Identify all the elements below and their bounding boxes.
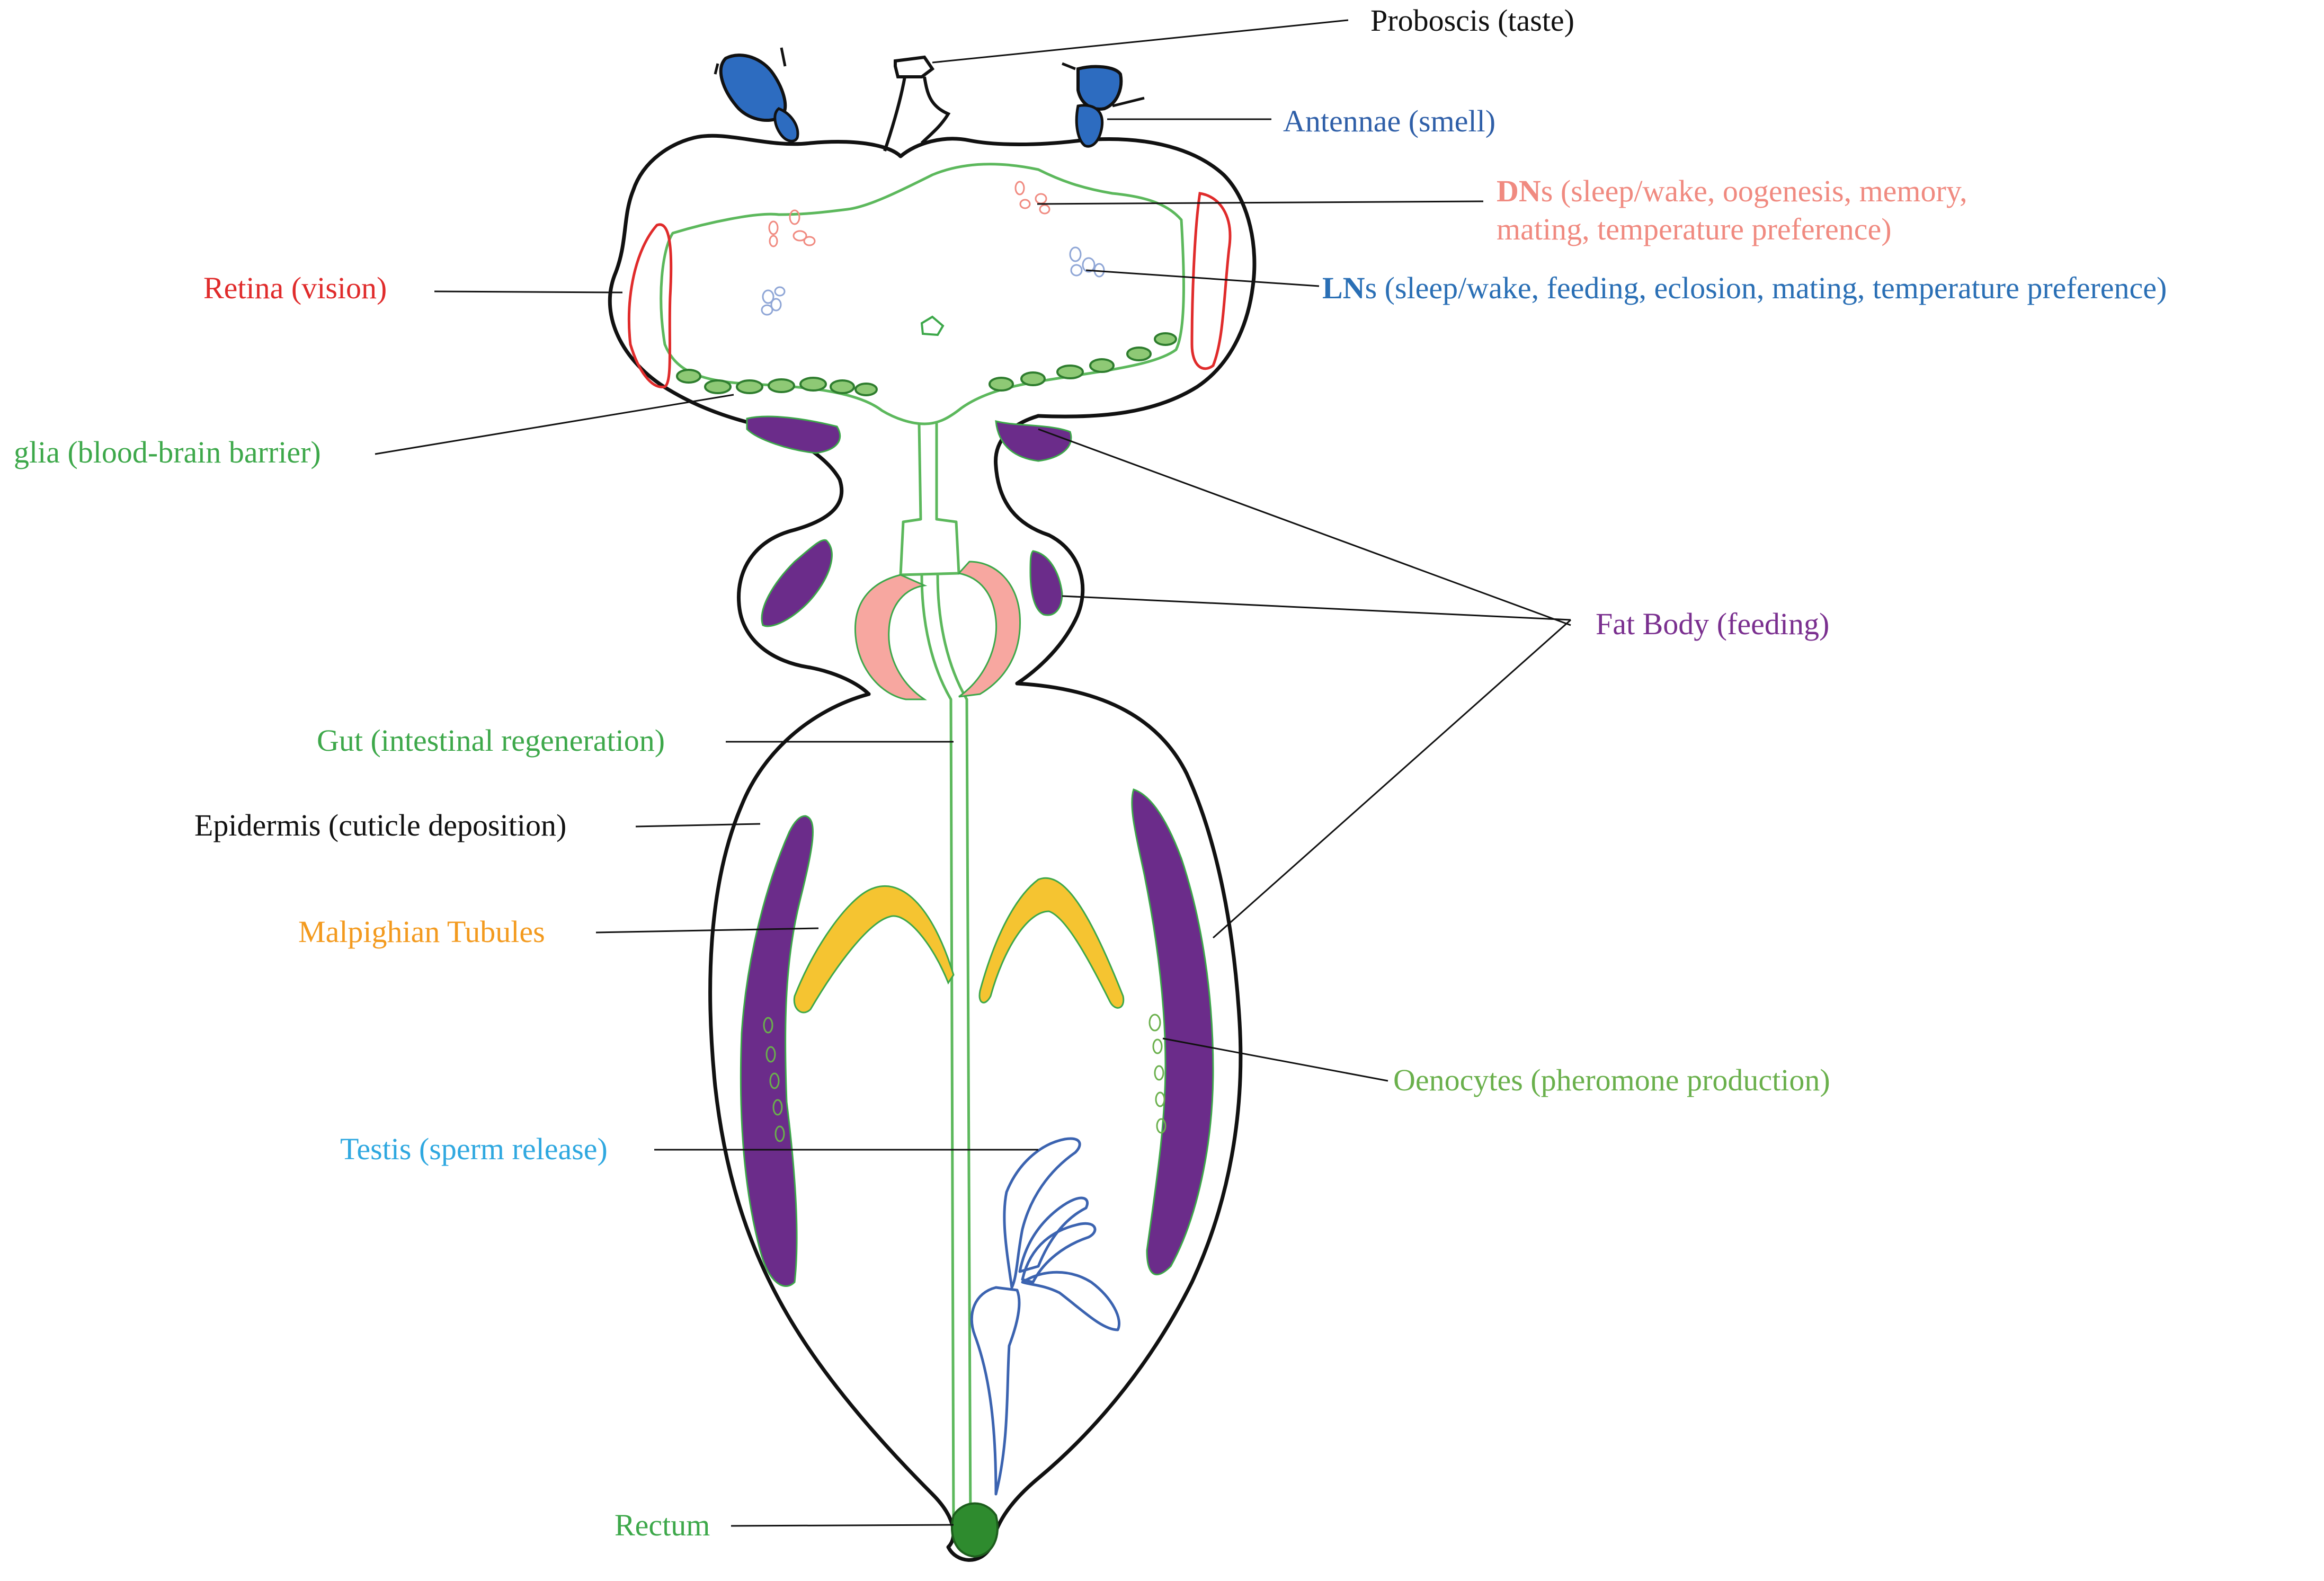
label-fat-body: Fat Body (feeding) — [1596, 607, 1829, 641]
label-gut: Gut (intestinal regeneration) — [317, 723, 665, 758]
label-ln: LNs (sleep/wake, feeding, eclosion, mati… — [1322, 271, 2167, 305]
label-ln-rest: s (sleep/wake, feeding, eclosion, mating… — [1365, 271, 2167, 305]
malpighian-tubules — [793, 877, 1125, 1014]
brain-center-mark — [920, 315, 945, 336]
leader-lines — [375, 19, 1571, 1527]
antenna-right — [1062, 62, 1145, 148]
dn-neurons-right — [1014, 181, 1050, 215]
ln-neurons-left — [761, 286, 786, 316]
label-ln-abbrev: LN — [1322, 271, 1365, 305]
ln-neurons-right — [1069, 246, 1105, 278]
oenocytes — [763, 1014, 1167, 1142]
fat-body — [740, 415, 1214, 1287]
rectum — [950, 1502, 999, 1558]
label-testis: Testis (sperm release) — [340, 1132, 608, 1166]
label-glia: glia (blood-brain barrier) — [14, 435, 321, 469]
label-retina: Retina (vision) — [203, 271, 387, 305]
gut-tube — [899, 422, 972, 1527]
thorax-outline — [736, 427, 871, 696]
glia-cells — [676, 332, 1177, 396]
label-dn: DNs (sleep/wake, oogenesis, memory, — [1497, 174, 1967, 208]
label-oenocytes: Oenocytes (pheromone production) — [1393, 1063, 1830, 1097]
head-outline — [608, 134, 1257, 431]
proboscis-shape — [883, 55, 951, 152]
crop-right — [957, 561, 1021, 698]
label-dn-abbrev: DN — [1497, 174, 1541, 208]
label-proboscis: Proboscis (taste) — [1370, 3, 1574, 38]
label-dn-line1: s (sleep/wake, oogenesis, memory, — [1541, 174, 1967, 208]
label-epidermis: Epidermis (cuticle deposition) — [194, 808, 566, 842]
label-antennae: Antennae (smell) — [1283, 104, 1495, 138]
crop — [854, 574, 928, 700]
abdomen-outline — [708, 681, 1243, 1562]
retina-left — [627, 223, 673, 388]
testis — [970, 1137, 1121, 1496]
label-rectum: Rectum — [615, 1508, 710, 1542]
antenna-left — [714, 47, 799, 143]
label-malpighian: Malpighian Tubules — [298, 914, 545, 949]
label-dn-line2: mating, temperature preference) — [1497, 212, 1892, 246]
retina-right — [1190, 192, 1232, 370]
dn-neurons-left — [768, 209, 816, 247]
thorax-outline-right — [994, 414, 1085, 686]
